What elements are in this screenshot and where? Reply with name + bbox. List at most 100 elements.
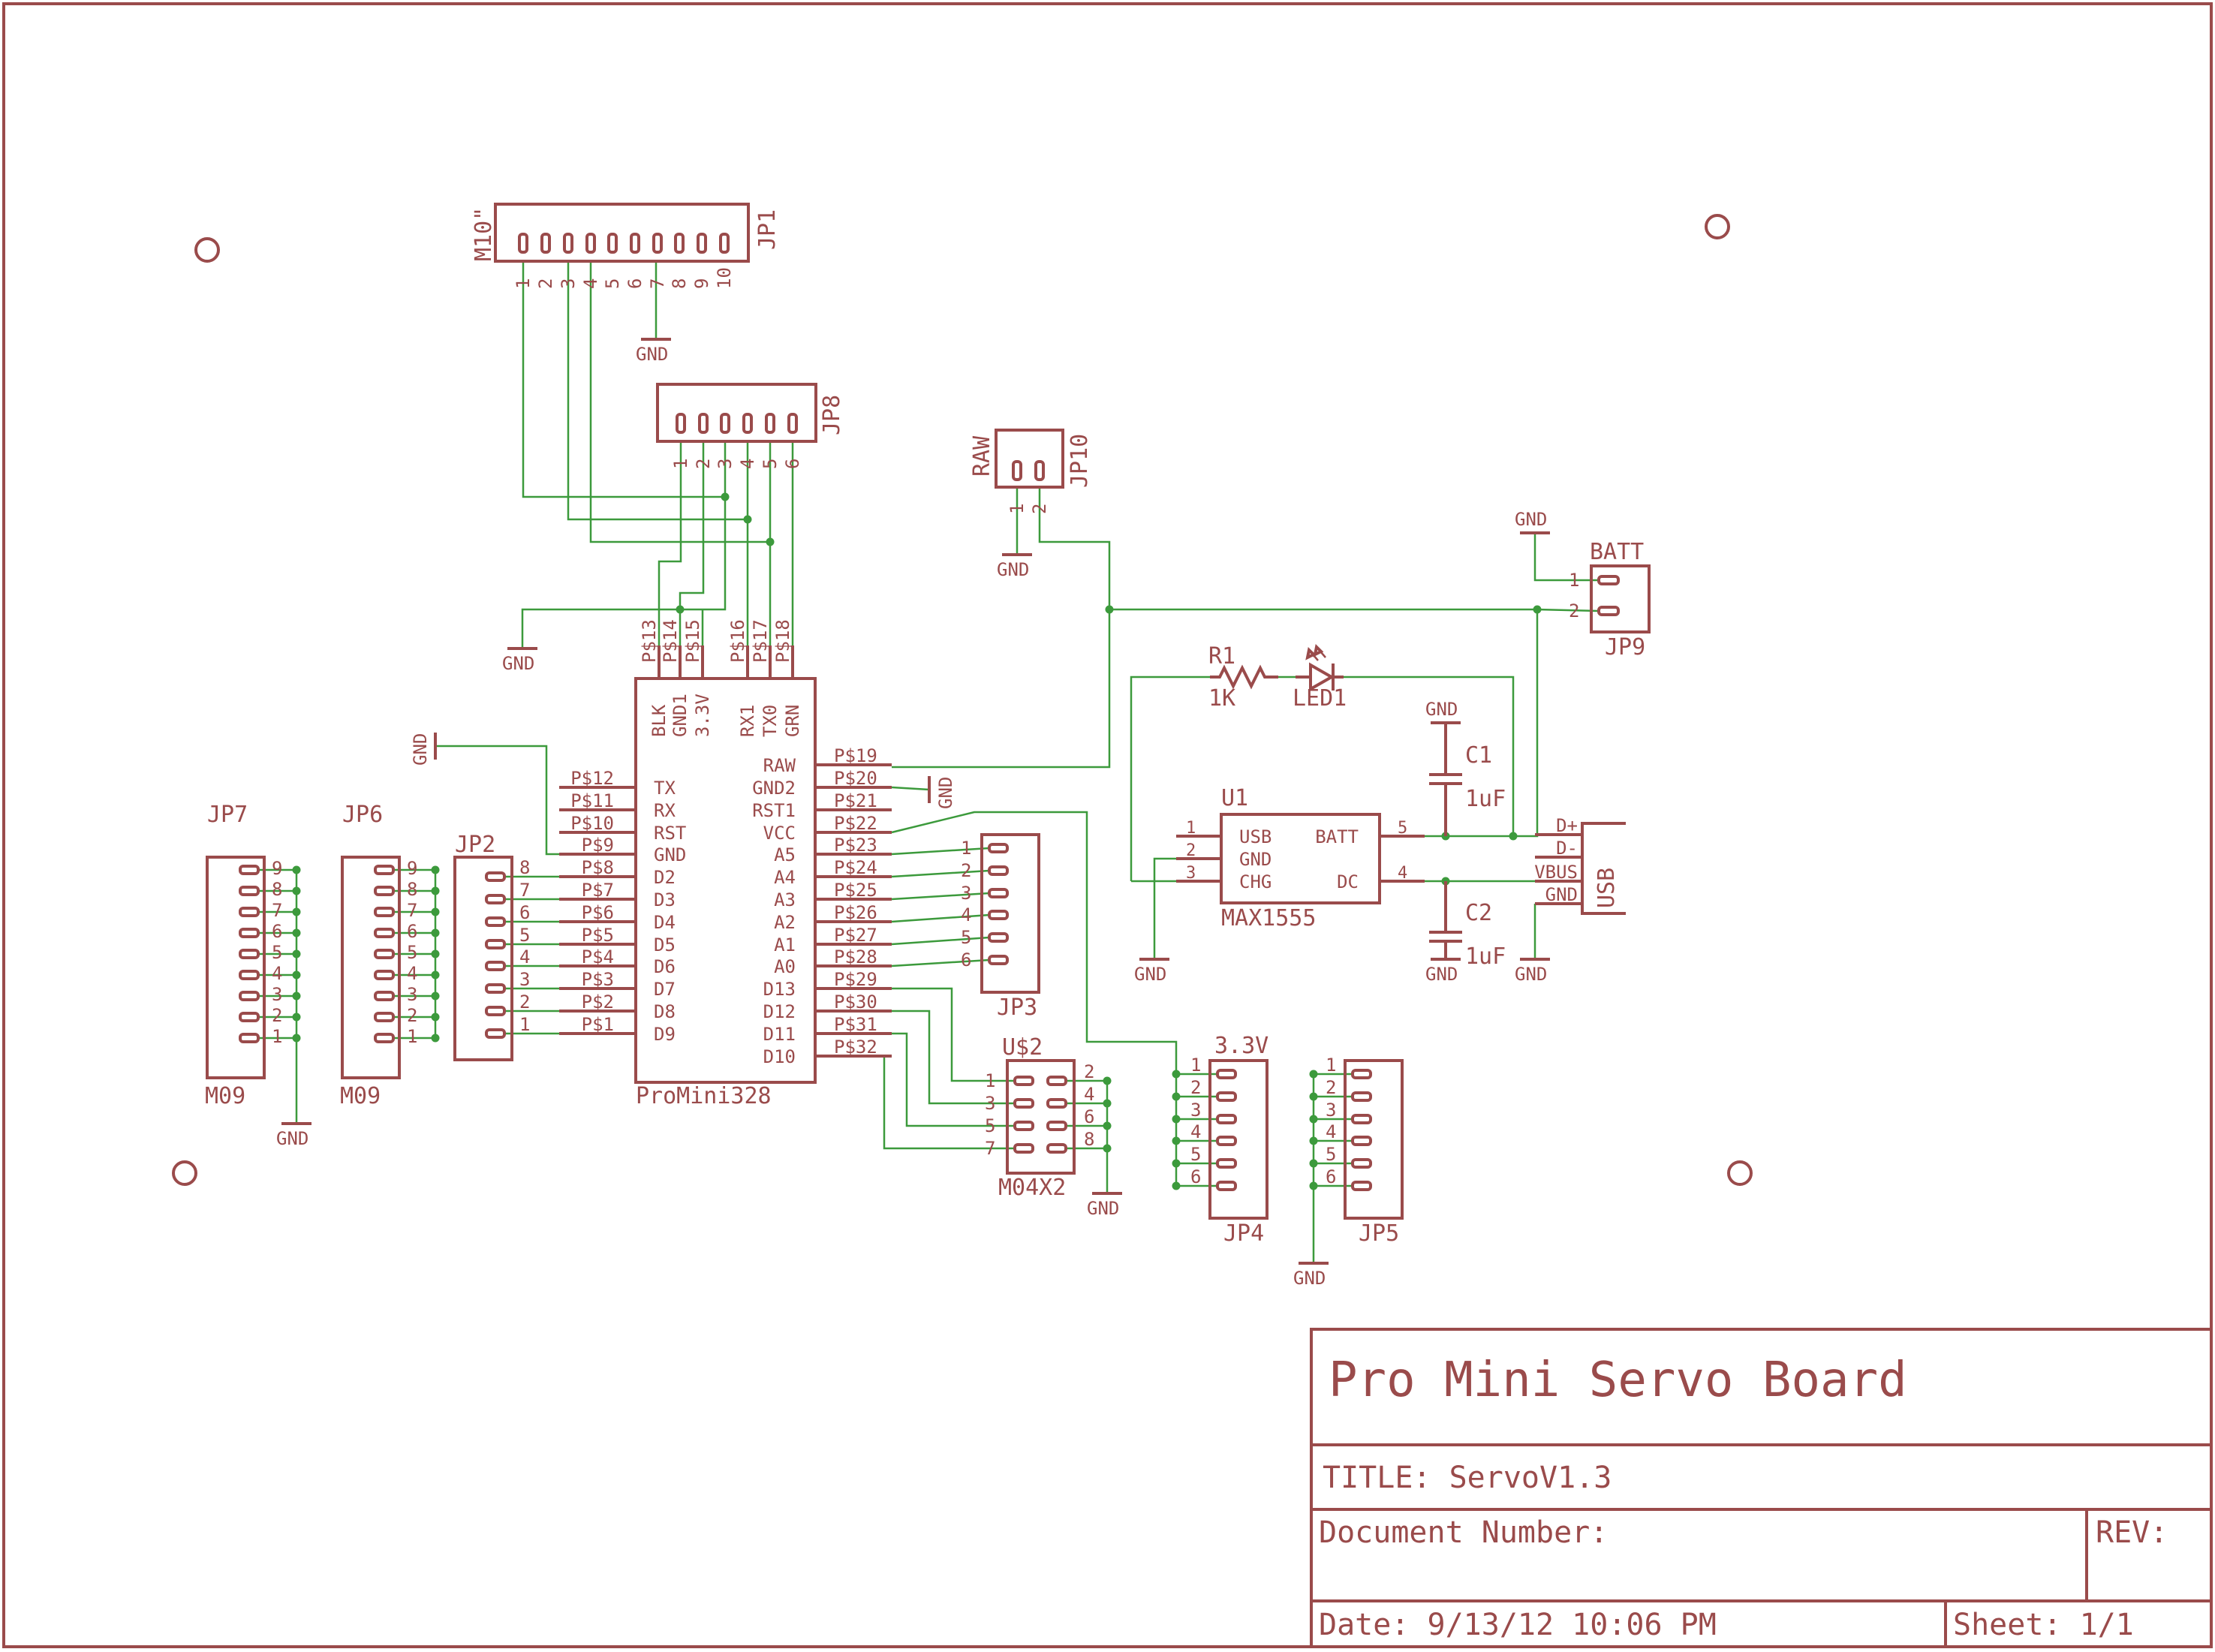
junction-dot: [1309, 1181, 1318, 1190]
pin-number: 4: [519, 946, 530, 967]
pin-label: RST: [654, 823, 686, 844]
junction-dot: [431, 992, 440, 1001]
wire: [892, 1032, 1015, 1127]
ground-symbol: GND: [1087, 1192, 1122, 1219]
junction-dot: [1103, 1144, 1112, 1153]
pin-number: 8: [407, 879, 417, 900]
pad-label: P$7: [582, 880, 614, 901]
pin-label: D5: [654, 934, 676, 955]
mounting-hole: [172, 1160, 197, 1186]
pin-number: 9: [407, 858, 417, 879]
pin-number: 8: [1084, 1129, 1094, 1150]
pad-label: P$6: [582, 902, 614, 923]
pad-label: P$19: [834, 745, 877, 766]
wire: [1533, 533, 1599, 582]
pin-number: 3: [519, 969, 530, 990]
label: GND: [1515, 509, 1547, 530]
pin-number: 2: [1186, 841, 1196, 860]
pin-label: D7: [654, 979, 676, 1000]
part-name: JP9: [1605, 634, 1645, 660]
wire: [522, 261, 725, 498]
pin-label: D10: [763, 1046, 796, 1067]
pin-number: 6: [1190, 1166, 1201, 1187]
wire: [891, 913, 990, 923]
pin-label: USB: [1239, 826, 1272, 847]
wire: [658, 441, 682, 645]
junction-dot: [431, 865, 440, 874]
pin-number: 3: [1326, 1100, 1336, 1121]
pin-label: A3: [774, 889, 796, 910]
led-led1: LED1: [1293, 643, 1347, 712]
pin-number: 3: [961, 883, 971, 904]
pin-label: A5: [774, 844, 796, 865]
pad-label: P$21: [834, 790, 877, 811]
pin-number: 10: [714, 267, 735, 289]
pin-number: 7: [272, 900, 282, 921]
pin-number: 3: [715, 459, 736, 469]
wire: [892, 987, 1015, 1082]
pin-number: 5: [1326, 1144, 1336, 1165]
pin-number: 5: [602, 278, 623, 289]
pin-number: 3: [272, 984, 282, 1005]
pin-label: DC: [1337, 871, 1359, 892]
pin-number: 1: [1569, 570, 1579, 591]
pin-number: 1: [1190, 1055, 1201, 1076]
pin-label: GRN: [782, 705, 803, 737]
pin-number: 4: [1084, 1084, 1094, 1105]
wire: [1109, 608, 1600, 612]
junction-dot: [743, 515, 752, 524]
pad-label: P$26: [834, 902, 877, 923]
pin-number: 6: [272, 921, 282, 942]
junction-dot: [292, 970, 301, 979]
pad-label: P$16: [727, 619, 748, 663]
title-heading: Pro Mini Servo Board: [1329, 1353, 1907, 1408]
pin-number: 4: [407, 963, 417, 984]
label: GND: [1425, 964, 1458, 985]
wire: [891, 958, 990, 967]
pad-label: P$10: [570, 813, 614, 834]
pin-number: 4: [1398, 864, 1407, 883]
label: GND: [1515, 964, 1547, 985]
pin-number: 4: [1326, 1121, 1336, 1142]
wire: [892, 1010, 1015, 1105]
pin-number: 4: [272, 963, 282, 984]
label: GND: [276, 1128, 308, 1149]
wire: [891, 869, 990, 878]
junction-dot: [1309, 1070, 1318, 1079]
junction-dot: [431, 886, 440, 895]
pin-label: A1: [774, 934, 796, 955]
pin-number: 3: [558, 278, 579, 289]
pin-label: D13: [763, 979, 796, 1000]
pin-label: 3.3V: [692, 694, 713, 737]
part-value: 1uF: [1465, 786, 1506, 812]
pin-label: BLK: [649, 704, 670, 737]
pin-number: 5: [272, 942, 282, 963]
pin-label: RST1: [752, 800, 796, 821]
pad-label: P$23: [834, 835, 877, 856]
pad-label: P$9: [582, 835, 614, 856]
part-name: JP10: [1067, 434, 1093, 488]
pin-label: BATT: [1315, 826, 1359, 847]
revision-label: REV:: [2096, 1515, 2168, 1550]
pin-number: 7: [985, 1138, 995, 1159]
pin-number: 2: [1569, 600, 1579, 621]
part-name: JP4: [1223, 1220, 1264, 1247]
pin-number: 8: [519, 857, 530, 878]
pin-number: 2: [1084, 1061, 1094, 1082]
wire: [1344, 676, 1515, 836]
pad-label: P$24: [834, 857, 877, 878]
wire: [589, 261, 770, 543]
part-name: C2: [1465, 900, 1492, 926]
junction-dot: [431, 970, 440, 979]
pad-label: P$13: [639, 619, 660, 663]
pad-label: P$25: [834, 880, 877, 901]
pin-number: 9: [691, 278, 712, 289]
pin-number: 5: [1398, 819, 1407, 838]
pin-number: 6: [624, 278, 646, 289]
pad-label: P$31: [834, 1014, 877, 1035]
